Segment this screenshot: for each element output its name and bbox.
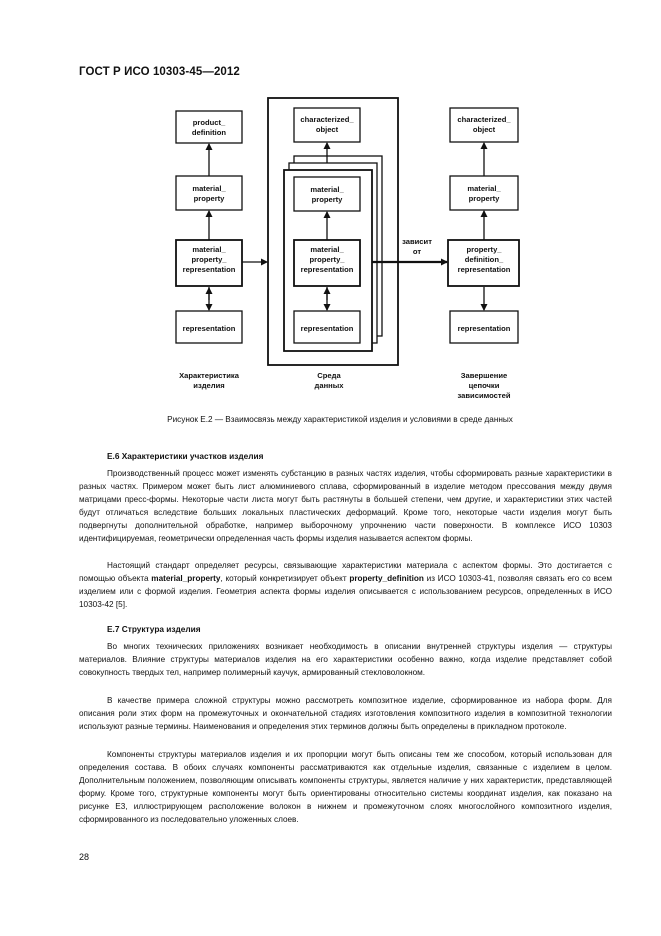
left-lower-line3: representation	[183, 265, 236, 274]
center-bottom-label: representation	[301, 324, 354, 333]
section-e7-paragraph-3: Компоненты структуры материалов изделия …	[79, 750, 612, 824]
right-representation-box	[449, 310, 519, 344]
p2-text-a: Настоящий стандарт определяет ресурсы, с…	[79, 561, 612, 583]
center-top-line2: object	[316, 125, 339, 134]
link-label-line1: зависит	[402, 237, 432, 246]
page-number: 28	[79, 852, 90, 862]
section-e7-heading: Е.7 Структура изделия	[107, 624, 201, 634]
left-caption-line2: изделия	[193, 381, 224, 390]
data-environment-frame	[267, 97, 399, 366]
section-e7-paragraph-1: Во многих технических приложениях возник…	[79, 642, 612, 677]
left-material-property-box	[175, 175, 243, 211]
right-labels: characterized_ object material_ property…	[457, 115, 511, 400]
left-top-line1: product_	[193, 118, 226, 127]
right-middle-line2: property	[469, 194, 501, 203]
center-lower-line2: property_	[309, 255, 345, 264]
right-caption-line3: зависимостей	[457, 391, 510, 400]
center-top-line1: characterized_	[300, 115, 354, 124]
left-product-definition-box	[175, 110, 243, 144]
left-caption-line1: Характеристика	[179, 371, 240, 380]
center-lower-line3: representation	[301, 265, 354, 274]
right-caption-line2: цепочки	[469, 381, 500, 390]
section-e6-paragraph-2: Настоящий стандарт определяет ресурсы, с…	[79, 559, 612, 611]
center-caption-line2: данных	[315, 381, 345, 390]
center-column	[267, 97, 399, 366]
link-label-line2: от	[413, 247, 421, 256]
right-lower-line1: property_	[466, 245, 502, 254]
property-definition-term: property_definition	[349, 574, 424, 583]
right-middle-line1: material_	[467, 184, 501, 193]
left-middle-line2: property	[194, 194, 226, 203]
center-caption-line1: Среда	[317, 371, 341, 380]
document-header: ГОСТ Р ИСО 10303-45—2012	[79, 66, 240, 78]
right-lower-line3: representation	[458, 265, 511, 274]
center-middle-line1: material_	[310, 185, 344, 194]
link-label: зависит от	[402, 237, 432, 256]
center-representation-box	[293, 310, 361, 344]
right-top-line2: object	[473, 125, 496, 134]
p2-text-c: , который конкретизирует объект	[220, 574, 350, 583]
section-e6-heading: Е.6 Характеристики участков изделия	[107, 451, 264, 461]
right-top-line1: characterized_	[457, 115, 511, 124]
stack-layer-1	[283, 169, 373, 352]
right-material-property-box	[449, 175, 519, 211]
p2-text-e: из ИСО 10303-41, позволяя связать его со…	[79, 574, 612, 609]
left-lower-line2: property_	[191, 255, 227, 264]
left-representation-box	[175, 310, 243, 344]
relationship-diagram: product_ definition material_ property m…	[175, 97, 520, 400]
material-property-term: material_property	[151, 574, 221, 583]
left-bottom-label: representation	[183, 324, 236, 333]
right-column	[447, 107, 520, 344]
left-middle-line1: material_	[192, 184, 226, 193]
figure-caption: Рисунок Е.2 — Взаимосвязь между характер…	[167, 415, 513, 424]
right-bottom-label: representation	[458, 324, 511, 333]
left-lower-line1: material_	[192, 245, 226, 254]
left-column	[175, 110, 243, 344]
section-e7-paragraph-2: В качестве примера сложной структуры мож…	[79, 696, 612, 731]
left-top-line2: definition	[192, 128, 227, 137]
right-caption-line1: Завершение	[461, 371, 507, 380]
left-labels: product_ definition material_ property m…	[179, 118, 240, 390]
right-lower-line2: definition_	[465, 255, 504, 264]
center-middle-line2: property	[312, 195, 344, 204]
section-e6-paragraph-1: Производственный процесс может изменять …	[79, 469, 612, 543]
center-lower-line1: material_	[310, 245, 344, 254]
center-labels: characterized_ object material_ property…	[300, 115, 354, 390]
